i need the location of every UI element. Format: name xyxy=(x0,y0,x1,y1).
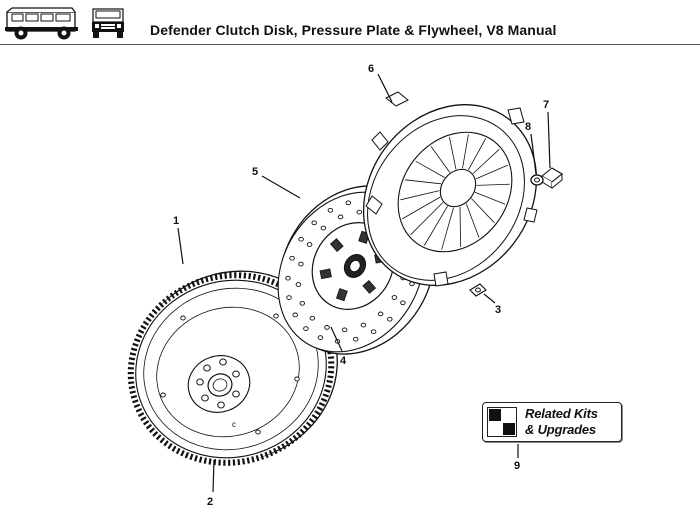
related-kits-upgrades-button[interactable]: Related Kits & Upgrades xyxy=(482,402,622,442)
header: Defender Clutch Disk, Pressure Plate & F… xyxy=(0,0,700,45)
disk-rivet-hole xyxy=(298,236,304,242)
disk-rivet-hole xyxy=(337,214,344,220)
disk-rivet-hole xyxy=(299,300,306,306)
disk-rivet-hole xyxy=(387,316,393,322)
bolt[interactable] xyxy=(541,167,563,189)
diaphragm-finger xyxy=(430,146,451,173)
pressure-plate[interactable] xyxy=(328,70,572,320)
callout-6: 6 xyxy=(368,63,374,75)
leader-lines xyxy=(177,73,551,493)
disk-rivet-hole xyxy=(391,295,398,300)
callout-2: 2 xyxy=(207,496,213,508)
disk-rivet-hole xyxy=(320,225,327,231)
disk-rivet-hole xyxy=(311,220,317,226)
disk-rivet-hole xyxy=(285,275,291,281)
diaphragm-finger xyxy=(471,198,495,224)
callout-7: 7 xyxy=(543,99,549,111)
disk-rivet-hole xyxy=(370,329,377,335)
checkered-logo-icon xyxy=(487,407,517,437)
damper-spring xyxy=(329,238,344,253)
disk-rivet-hole xyxy=(341,327,348,333)
washer[interactable] xyxy=(530,174,544,186)
diaphragm-finger xyxy=(472,148,500,174)
callout-1: 1 xyxy=(173,215,179,227)
upgrades-label: & Upgrades xyxy=(525,422,596,437)
disk-rivet-hole xyxy=(356,209,363,215)
diaphragm-finger xyxy=(441,207,454,250)
disk-rivet-hole xyxy=(303,326,309,331)
disk-rivet-hole xyxy=(292,312,298,318)
disk-rivet-hole xyxy=(377,311,384,317)
disk-rivet-hole xyxy=(298,261,304,267)
disk-rivet-hole xyxy=(327,207,334,213)
disk-rivet-hole xyxy=(400,300,406,306)
diaphragm-finger xyxy=(459,206,461,248)
diaphragm-finger xyxy=(474,191,506,205)
callout-8: 8 xyxy=(525,121,531,133)
damper-spring xyxy=(362,279,377,294)
disk-rivet-hole xyxy=(295,282,302,287)
diaphragm-finger xyxy=(475,164,508,180)
disk-rivet-hole xyxy=(352,336,359,342)
callout-9: 9 xyxy=(514,460,520,472)
diaphragm-finger xyxy=(404,179,442,185)
dowel[interactable] xyxy=(469,283,487,297)
svg-text:c: c xyxy=(232,420,236,429)
disk-rivet-hole xyxy=(345,200,352,206)
diaphragm-finger xyxy=(402,196,441,220)
disk-rivet-hole xyxy=(286,295,292,300)
disk-rivet-hole xyxy=(324,325,330,330)
disk-rivet-hole xyxy=(309,315,316,321)
disk-rivet-hole xyxy=(289,255,295,261)
disk-rivet-hole xyxy=(360,322,367,328)
disk-rivet-hole xyxy=(317,335,324,340)
diaphragm-finger xyxy=(476,183,510,186)
diaphragm-finger xyxy=(415,160,445,178)
related-kits-label: Related Kits xyxy=(525,406,598,421)
diaphragm-finger xyxy=(449,136,457,170)
defender-front-icon[interactable] xyxy=(90,3,126,41)
exploded-parts-diagram: c xyxy=(127,63,572,508)
page-title: Defender Clutch Disk, Pressure Plate & F… xyxy=(150,22,557,38)
diaphragm-finger xyxy=(462,134,469,169)
defender-110-side-icon[interactable] xyxy=(4,3,80,41)
damper-spring xyxy=(335,288,348,302)
diaphragm-finger xyxy=(465,203,480,238)
callout-5: 5 xyxy=(252,166,258,178)
diaphragm-finger xyxy=(423,205,448,246)
damper-spring xyxy=(319,268,332,280)
disk-rivet-hole xyxy=(306,242,313,247)
diaphragm-finger xyxy=(400,190,440,201)
diaphragm-finger xyxy=(468,138,487,171)
callout-4: 4 xyxy=(340,355,347,367)
callout-3: 3 xyxy=(495,304,501,316)
diaphragm-finger xyxy=(410,202,444,236)
callout-labels: 1 2 3 4 5 6 7 8 9 xyxy=(173,63,549,508)
